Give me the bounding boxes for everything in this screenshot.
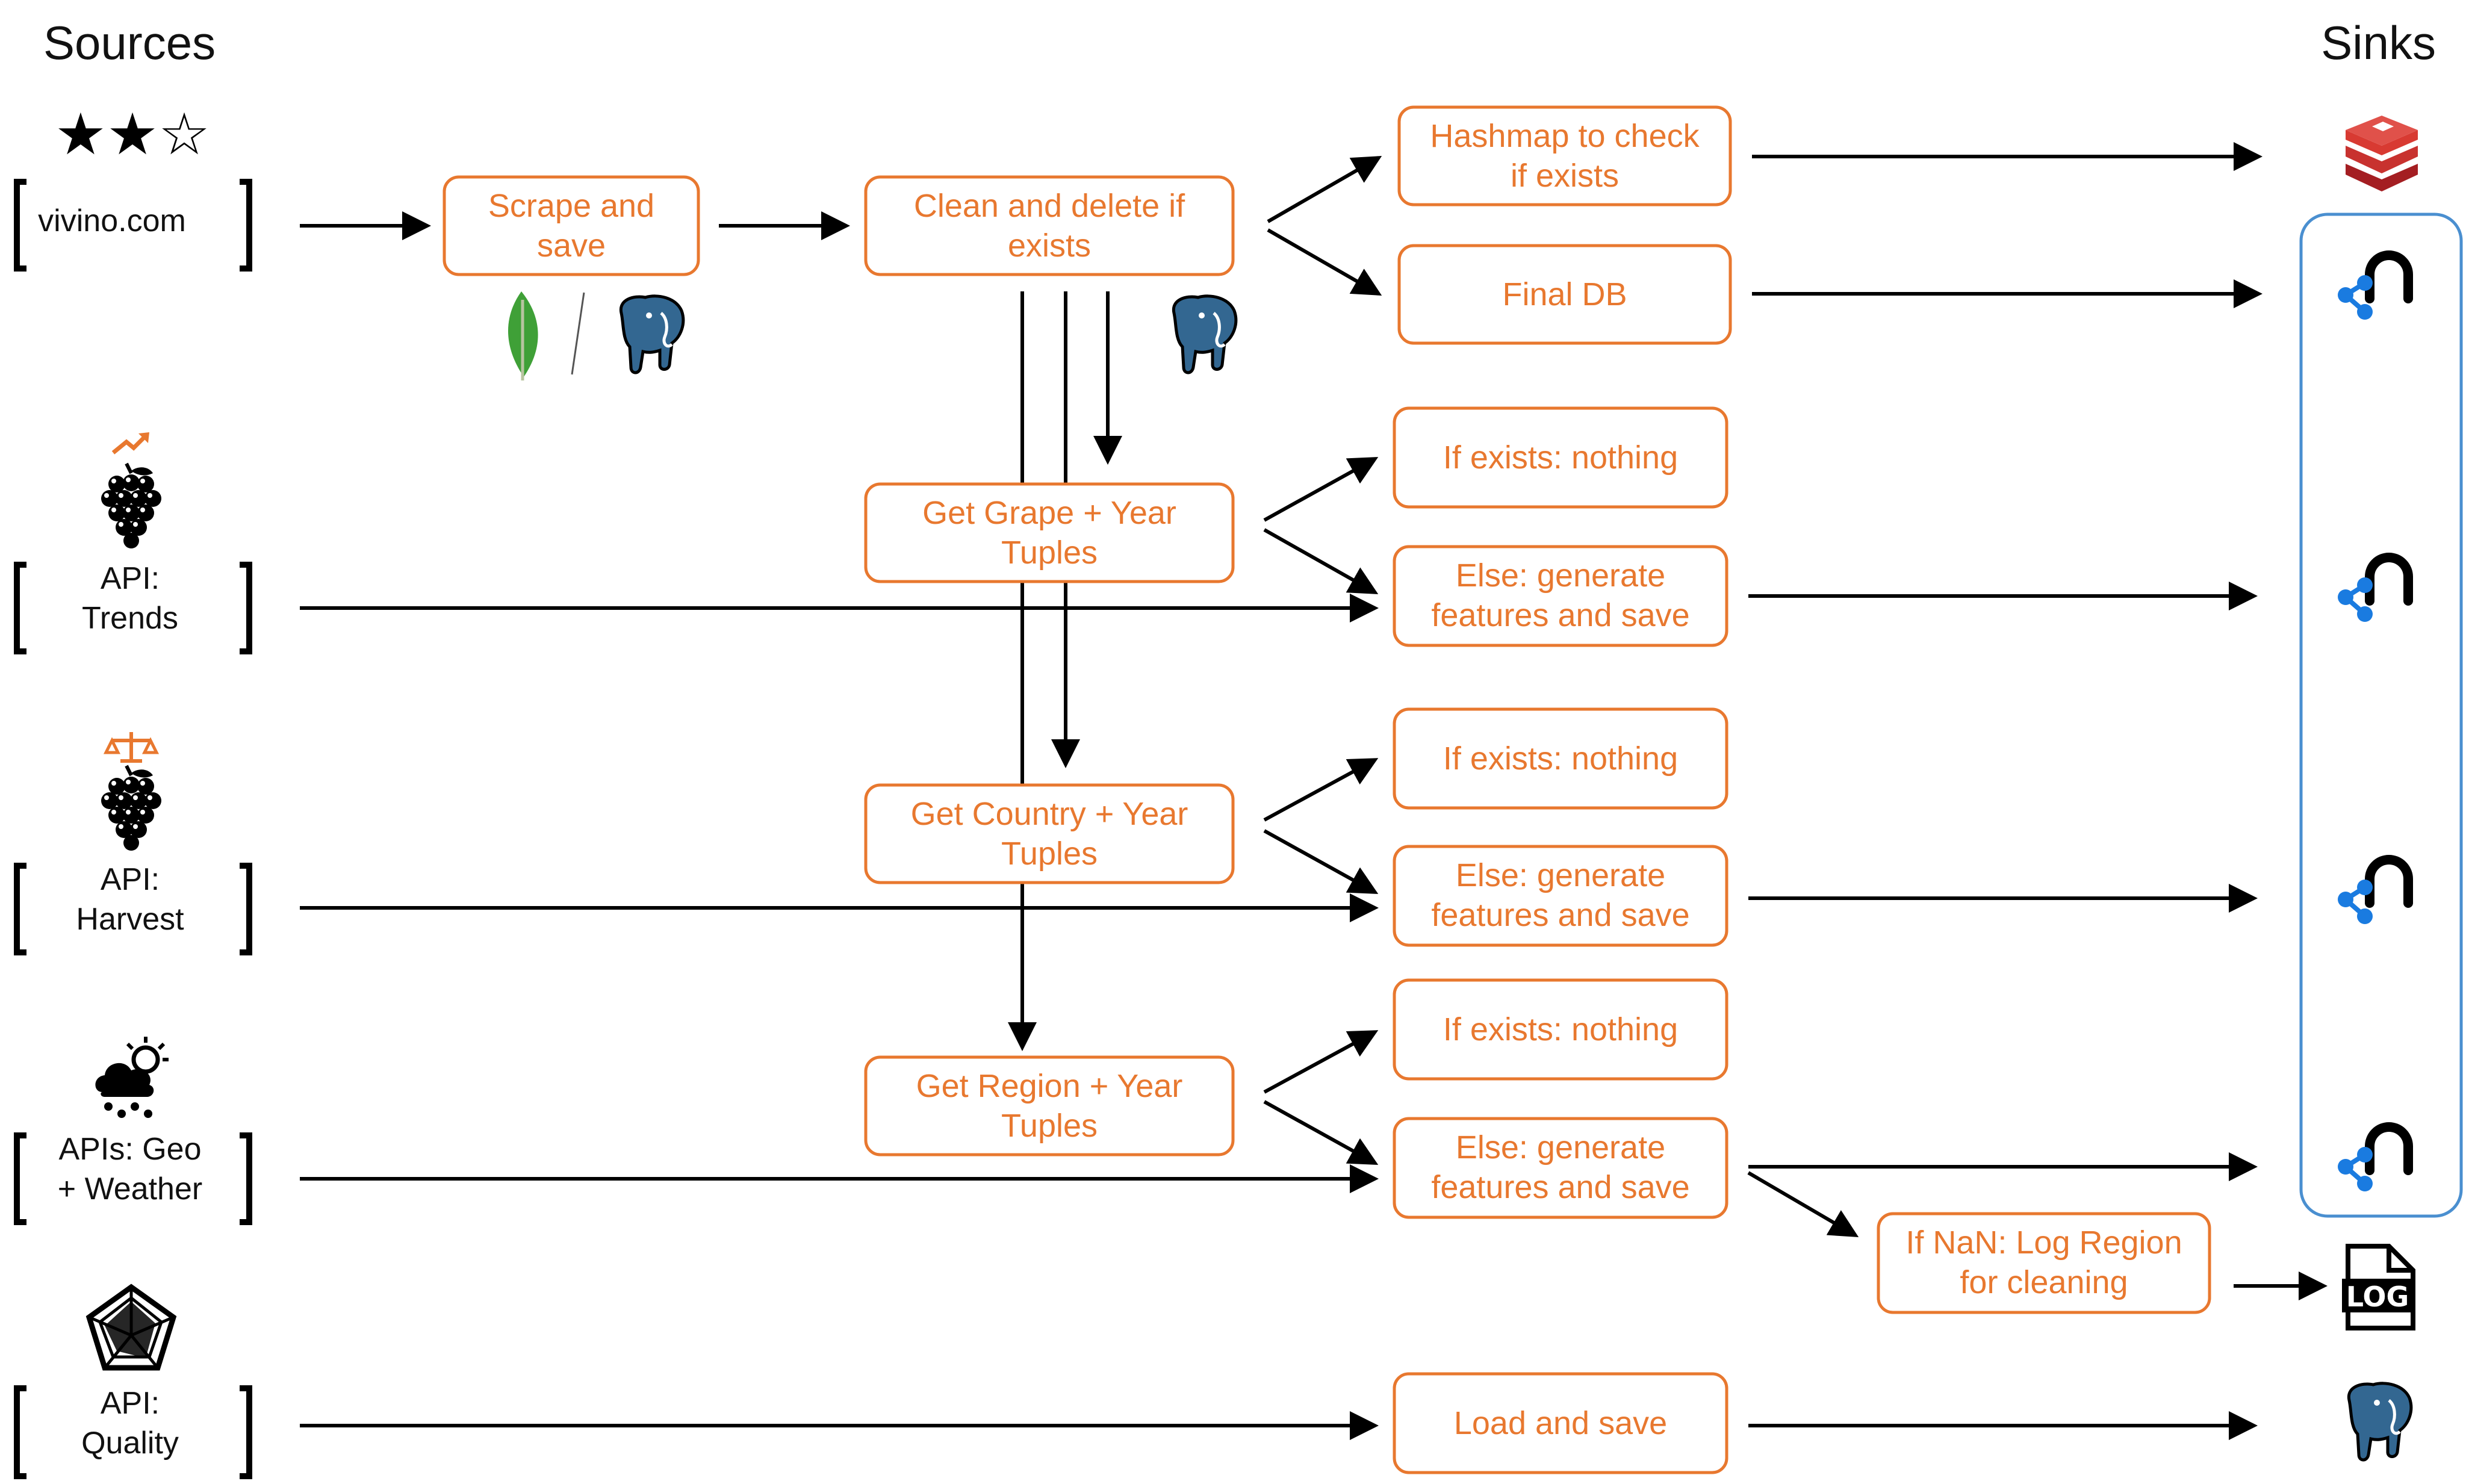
sinks-header: Sinks xyxy=(2321,16,2436,69)
svg-text:for cleaning: for cleaning xyxy=(1960,1264,2128,1300)
svg-text:Get Region + Year: Get Region + Year xyxy=(916,1068,1183,1104)
svg-text:If exists: nothing: If exists: nothing xyxy=(1443,1011,1678,1048)
svg-text:Tuples: Tuples xyxy=(1001,836,1098,872)
svg-text:features and save: features and save xyxy=(1431,597,1689,633)
final-db-box: Final DB xyxy=(1397,244,1732,345)
source-harvest-label-1: API: xyxy=(101,862,160,897)
svg-text:Tuples: Tuples xyxy=(1001,535,1098,571)
clean-and-delete-box: Clean and delete if exists xyxy=(864,175,1235,276)
generate-features-box-2: Else: generate features and save xyxy=(1393,845,1728,947)
source-weather-label-1: APIs: Geo xyxy=(59,1132,202,1167)
mongodb-leaf-icon xyxy=(508,291,538,380)
rating-stars-icon: ★★☆ xyxy=(55,101,210,168)
svg-text:If exists: nothing: If exists: nothing xyxy=(1443,439,1678,476)
source-trends-label-2: Trends xyxy=(82,601,178,636)
source-quality-label-2: Quality xyxy=(81,1426,179,1461)
nan-log-region-box: If NaN: Log Region for cleaning xyxy=(1877,1212,2211,1314)
svg-text:Get Grape + Year: Get Grape + Year xyxy=(922,495,1176,531)
region-year-box: Get Region + Year Tuples xyxy=(864,1055,1235,1156)
svg-text:Get Country + Year: Get Country + Year xyxy=(911,796,1188,832)
feature-store-sink-group xyxy=(2299,213,2463,1218)
svg-text:If NaN: Log Region: If NaN: Log Region xyxy=(1905,1225,2182,1261)
exists-nothing-box-2: If exists: nothing xyxy=(1393,707,1728,810)
svg-text:Load and save: Load and save xyxy=(1454,1405,1667,1441)
svg-text:features and save: features and save xyxy=(1431,897,1689,933)
postgres-elephant-icon xyxy=(621,296,683,373)
feature-store-icon xyxy=(2338,557,2408,622)
grape-scale-icon xyxy=(101,732,161,851)
radar-chart-icon xyxy=(85,1284,177,1371)
exists-nothing-box-1: If exists: nothing xyxy=(1393,406,1728,509)
logo-separator xyxy=(571,292,585,375)
grape-trend-icon xyxy=(101,432,161,548)
postgres-elephant-icon xyxy=(1173,296,1235,373)
hashmap-box: Hashmap to check if exists xyxy=(1397,105,1732,206)
svg-text:Final DB: Final DB xyxy=(1502,276,1627,312)
log-file-label: LOG xyxy=(2346,1281,2409,1313)
grape-year-box: Get Grape + Year Tuples xyxy=(864,482,1235,583)
svg-text:Clean and delete if: Clean and delete if xyxy=(914,188,1185,224)
postgres-elephant-icon xyxy=(2349,1383,2411,1460)
load-and-save-box: Load and save xyxy=(1393,1372,1728,1474)
feature-store-icon xyxy=(2338,255,2408,320)
source-vivino-label: vivino.com xyxy=(38,203,186,238)
scrape-and-save-box: Scrape and save xyxy=(443,175,700,276)
exists-nothing-box-3: If exists: nothing xyxy=(1393,978,1728,1081)
generate-features-box-1: Else: generate features and save xyxy=(1393,545,1728,647)
svg-text:if exists: if exists xyxy=(1511,158,1619,194)
svg-text:Else: generate: Else: generate xyxy=(1456,1129,1665,1166)
svg-text:Hashmap to check: Hashmap to check xyxy=(1430,118,1700,154)
svg-text:exists: exists xyxy=(1008,228,1091,264)
source-trends-label-1: API: xyxy=(101,561,160,596)
flow-arrows xyxy=(300,142,2328,1440)
source-harvest-label-2: Harvest xyxy=(76,902,184,937)
redis-icon xyxy=(2346,116,2418,191)
svg-text:Tuples: Tuples xyxy=(1001,1108,1098,1144)
svg-text:features and save: features and save xyxy=(1431,1169,1689,1205)
source-brackets xyxy=(14,179,252,1479)
svg-text:If exists: nothing: If exists: nothing xyxy=(1443,740,1678,777)
svg-text:save: save xyxy=(537,228,606,264)
feature-store-icon xyxy=(2338,860,2408,924)
generate-features-box-3: Else: generate features and save xyxy=(1393,1117,1728,1219)
sources-header: Sources xyxy=(43,16,216,69)
svg-text:Scrape and: Scrape and xyxy=(488,188,654,224)
svg-text:Else: generate: Else: generate xyxy=(1456,857,1665,893)
feature-store-icon xyxy=(2338,1127,2408,1191)
sun-cloud-rain-icon xyxy=(95,1037,169,1118)
source-quality-label-1: API: xyxy=(101,1386,160,1421)
log-file-icon: LOG xyxy=(2342,1244,2415,1330)
source-weather-label-2: + Weather xyxy=(58,1172,202,1206)
svg-text:Else: generate: Else: generate xyxy=(1456,557,1665,594)
country-year-box: Get Country + Year Tuples xyxy=(864,783,1235,884)
